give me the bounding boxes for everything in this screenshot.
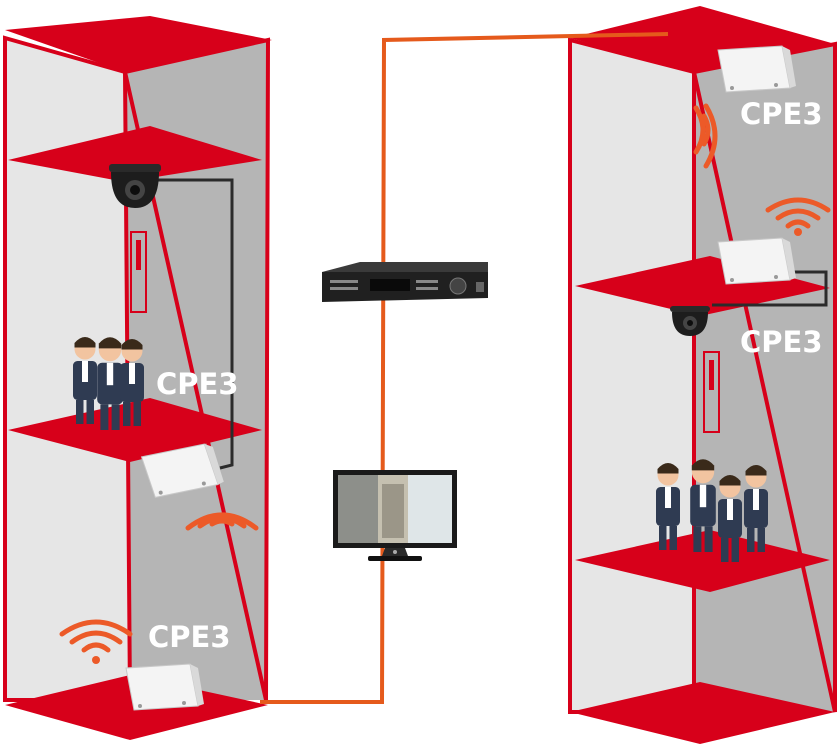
cpe-label-left-mid: CPE3 xyxy=(156,367,239,401)
wifi-signal-icon xyxy=(59,619,133,664)
cpe-label-right-top: CPE3 xyxy=(740,97,823,131)
cpe-label-left-bottom: CPE3 xyxy=(148,620,231,654)
wifi-signal-icon xyxy=(765,197,831,236)
cpe-label-right-mid: CPE3 xyxy=(740,325,823,359)
cpe-access-point-icon xyxy=(717,237,797,285)
monitor-icon xyxy=(333,470,457,561)
network-cables xyxy=(150,32,828,704)
cpe-access-point-icon xyxy=(717,45,797,93)
dome-camera-icon xyxy=(109,164,161,208)
right-elevator-indicator xyxy=(703,351,720,433)
left-elevator-indicator xyxy=(130,231,147,313)
wifi-signal-icon xyxy=(693,103,718,169)
left-elevator-indicator-light xyxy=(136,240,141,270)
cpe-access-point-icon xyxy=(125,663,205,711)
dome-camera-icon xyxy=(670,306,710,336)
nvr-recorder-icon xyxy=(322,262,488,302)
passengers-right xyxy=(656,459,768,562)
right-elevator-indicator-light xyxy=(709,360,714,390)
wifi-signal-icon xyxy=(185,512,259,531)
